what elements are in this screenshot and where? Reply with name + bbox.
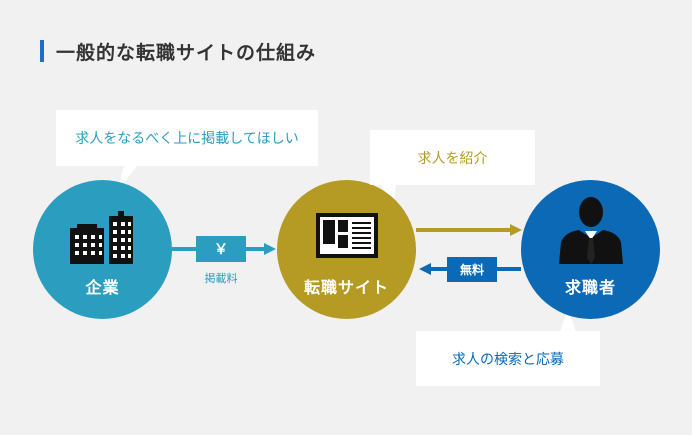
seeker-site-arrow-right [497, 267, 521, 271]
company-site-arrow-right [246, 247, 266, 251]
buildings-icon [70, 211, 133, 264]
company-label: 企業 [85, 278, 120, 297]
seeker-site-arrowhead [419, 263, 431, 275]
seeker-bubble: 求人の検索と応募 [416, 331, 600, 386]
company-node: 企業 [33, 180, 172, 319]
company-site-arrow-left [172, 247, 196, 251]
title-accent-bar [40, 40, 44, 62]
seeker-site-arrow-left [429, 267, 447, 271]
site-label: 転職サイト [303, 278, 389, 297]
fee-label: 掲載料 [204, 272, 238, 285]
site-seeker-arrow [416, 228, 512, 232]
seeker-node: 求職者 [521, 180, 660, 319]
seeker-label: 求職者 [564, 278, 616, 297]
person-icon [559, 197, 623, 264]
site-node: 転職サイト [277, 180, 416, 319]
free-tag: 無料 [447, 257, 497, 282]
site-bubble: 求人を紹介 [370, 130, 535, 185]
seeker-bubble-tail [560, 308, 576, 332]
fee-tag: ￥ [196, 236, 246, 262]
company-bubble: 求人をなるべく上に掲載してほしい [56, 110, 318, 166]
site-seeker-arrowhead [510, 224, 522, 236]
company-site-arrowhead [264, 243, 276, 255]
monitor-icon [316, 213, 378, 258]
page-title: 一般的な転職サイトの仕組み [56, 42, 317, 64]
